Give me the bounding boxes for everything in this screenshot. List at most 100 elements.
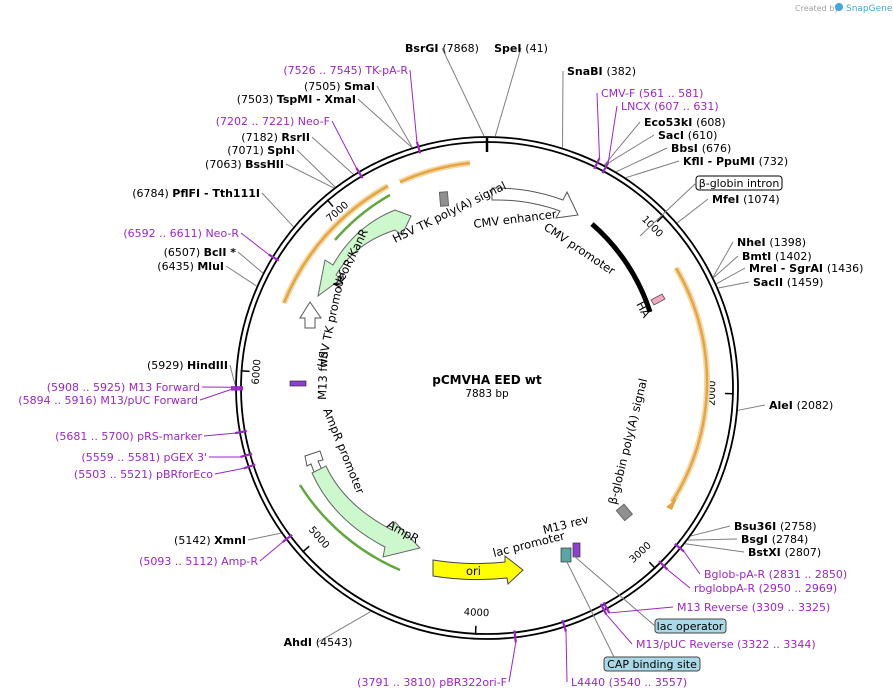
neokanr-arrow (317, 209, 412, 298)
site-leader-line (311, 136, 354, 175)
site-name: BbsI (671, 142, 702, 155)
site-name: AhdI (284, 636, 316, 649)
site-position: (2807) (785, 546, 822, 559)
site-leader-line (737, 404, 766, 411)
primer-mark (268, 253, 280, 262)
site-leader-line (604, 121, 641, 166)
tick-label: 5000 (306, 525, 331, 551)
site-position: (1398) (769, 236, 806, 249)
site-position: (7503) (237, 93, 277, 106)
feature-band-top (398, 160, 471, 185)
site-name: BsrGI (405, 42, 442, 55)
primer-name: Bglob-pA-R (704, 568, 769, 581)
primer-name: rbglobpA-R (694, 582, 759, 595)
tick-mark (648, 561, 656, 570)
site-name: AleI (769, 399, 797, 412)
lac-promoter-shape (560, 547, 572, 563)
tick-label: 2000 (707, 380, 719, 406)
primer-name: M13/pUC Reverse (636, 638, 737, 651)
snapgene-brand: SnapGene (846, 4, 893, 14)
primer-leader-line (199, 389, 232, 401)
primer-name: M13/pUC Forward (100, 394, 198, 407)
bglobin-intron-leader (639, 182, 697, 237)
primer-range: (3322 .. 3344) (737, 638, 816, 651)
restriction-site-label: (5142) XmnI (174, 534, 246, 547)
primer-label: (5503 .. 5521) pBRforEco (74, 468, 213, 481)
site-leader-line (616, 147, 668, 173)
site-leader-line (285, 163, 334, 189)
primer-range: (5093 .. 5112) (139, 555, 221, 568)
primer-label: M13/pUC Reverse (3322 .. 3344) (636, 638, 816, 651)
cap-site-label: CAP binding site (607, 658, 697, 671)
site-name: NheI (737, 236, 769, 249)
primer-leader-line (331, 120, 357, 169)
primer-mark (602, 601, 611, 614)
primer-range: (561 .. 581) (639, 87, 704, 100)
bglobin-band-line (670, 267, 709, 503)
restriction-site-label: KflI - PpuMI (732) (683, 155, 788, 168)
ha-tag-shape (650, 293, 666, 306)
restriction-site-label: MfeI (1074) (712, 193, 780, 206)
site-name: BstXI (748, 546, 785, 559)
restriction-site-label: (7505) SmaI (304, 80, 375, 93)
primer-mark (281, 533, 293, 543)
primer-mark (599, 603, 608, 615)
primer-name: pGEX 3' (163, 451, 207, 464)
site-name: KflI - PpuMI (683, 155, 759, 168)
restriction-site-label: (7071) SphI (227, 144, 295, 157)
site-leader-line (229, 364, 236, 385)
plasmid-name: pCMVHA EED wt (432, 373, 542, 387)
bglobin-polya-box (615, 503, 634, 522)
tick-mark (240, 369, 250, 373)
site-position: (5142) (174, 534, 214, 547)
primer-range: (7526 .. 7545) (283, 64, 365, 77)
site-leader-line (225, 265, 257, 287)
site-position: (1402) (775, 250, 812, 263)
primer-label: CMV-F (561 .. 581) (601, 87, 703, 100)
site-leader-line (604, 134, 655, 166)
primer-mark (601, 162, 610, 174)
restriction-site-label: BsrGI (7868) (405, 42, 479, 55)
site-leader-line (494, 47, 522, 137)
site-leader-line (376, 85, 413, 148)
primer-leader-line (565, 631, 568, 683)
restriction-site-label: (7063) BssHII (205, 158, 284, 171)
lac-promoter-label: lac promoter (491, 528, 566, 559)
primer-label: (5559 .. 5581) pGEX 3' (81, 451, 207, 464)
primer-range: (3791 .. 3810) (357, 676, 439, 689)
site-leader-line (247, 532, 282, 541)
cap-site-box (603, 656, 701, 672)
primer-name: TK-pA-R (364, 64, 408, 77)
restriction-site-label: (6507) BclI * (164, 246, 237, 259)
primer-leader-line (605, 614, 633, 645)
primer-leader-line (508, 642, 517, 683)
restriction-site-label: Bsu36I (2758) (734, 520, 817, 533)
cmv-enhancer-arrow (491, 187, 579, 219)
site-position: (6507) (164, 246, 204, 259)
feature-band-left-line (282, 184, 389, 304)
primer-name: LNCX (621, 100, 654, 113)
tick-label: 4000 (464, 607, 490, 619)
primer-label: (5908 .. 5925) M13 Forward (47, 381, 200, 394)
site-name: Eco53kI (644, 116, 696, 129)
site-position: (610) (688, 129, 718, 142)
site-name: RsrII (281, 131, 310, 144)
restriction-site-label: AhdI (4543) (284, 636, 353, 649)
tick-mark (301, 545, 310, 553)
restriction-site-label: (6784) PflFI - Tth111I (132, 187, 260, 200)
site-leader-line (441, 47, 485, 137)
site-position: (608) (696, 116, 726, 129)
site-leader-line (677, 198, 709, 224)
site-position: (1074) (743, 193, 780, 206)
restriction-sites: BsrGI (7868)SpeI (41)SnaBI (382)Eco53kI … (132, 42, 863, 649)
primer-mark (415, 141, 422, 154)
site-position: (6784) (132, 187, 172, 200)
restriction-site-label: MreI - SgrAI (1436) (749, 262, 863, 275)
site-name: PflFI - Tth111I (172, 187, 260, 200)
site-leader-line (712, 241, 734, 278)
site-position: (1436) (827, 262, 864, 275)
site-leader-line (237, 251, 264, 274)
primer-leader-line (609, 606, 674, 614)
neo-band-line (334, 193, 391, 241)
